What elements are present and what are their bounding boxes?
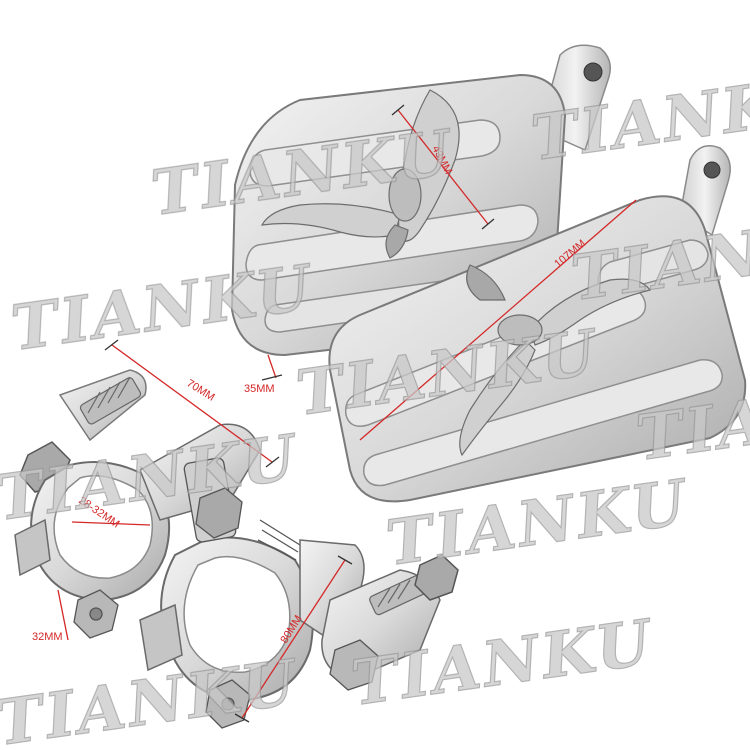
dim-label-clamp-width: 32MM	[32, 631, 63, 643]
dim-line-peg-height	[267, 354, 277, 379]
dim-line-clamp-diameter	[71, 521, 151, 526]
dim-label-bracket-length: 70MM	[184, 377, 216, 403]
peg-right-pin-hole	[703, 161, 721, 179]
dim-line-clamp-width	[57, 589, 69, 641]
dimension-lines	[57, 104, 637, 723]
dim-line-peg-length	[359, 199, 637, 441]
nut-icon	[329, 639, 379, 691]
dim-line-bracket-length	[111, 344, 273, 463]
eagle-emblem-left	[260, 89, 460, 259]
clamp-bracket-right	[139, 457, 459, 729]
eagle-emblem-right	[459, 264, 652, 457]
foot-peg-right	[328, 145, 747, 503]
dim-label-peg-height: 35MM	[244, 383, 275, 395]
dim-line-eagle-width	[397, 109, 489, 225]
dim-line-bracket-height	[241, 559, 346, 719]
peg-left-pin-hole	[583, 62, 603, 82]
nut-icon	[414, 554, 459, 601]
